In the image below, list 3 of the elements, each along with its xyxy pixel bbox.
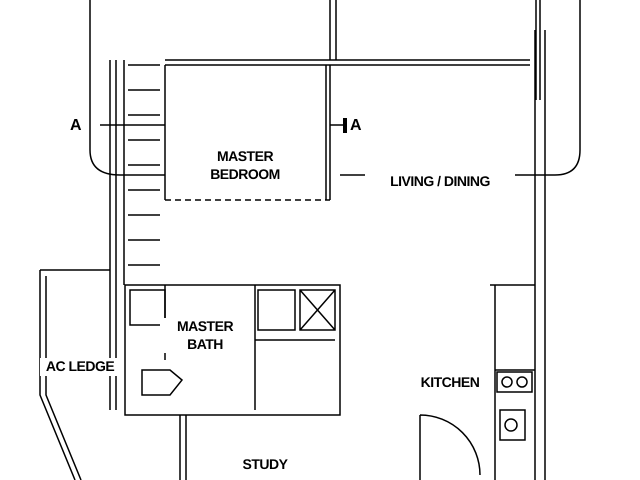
room-label: AC LEDGE [40, 358, 120, 376]
section-marker: A [70, 116, 82, 136]
section-marker: A [350, 116, 362, 136]
